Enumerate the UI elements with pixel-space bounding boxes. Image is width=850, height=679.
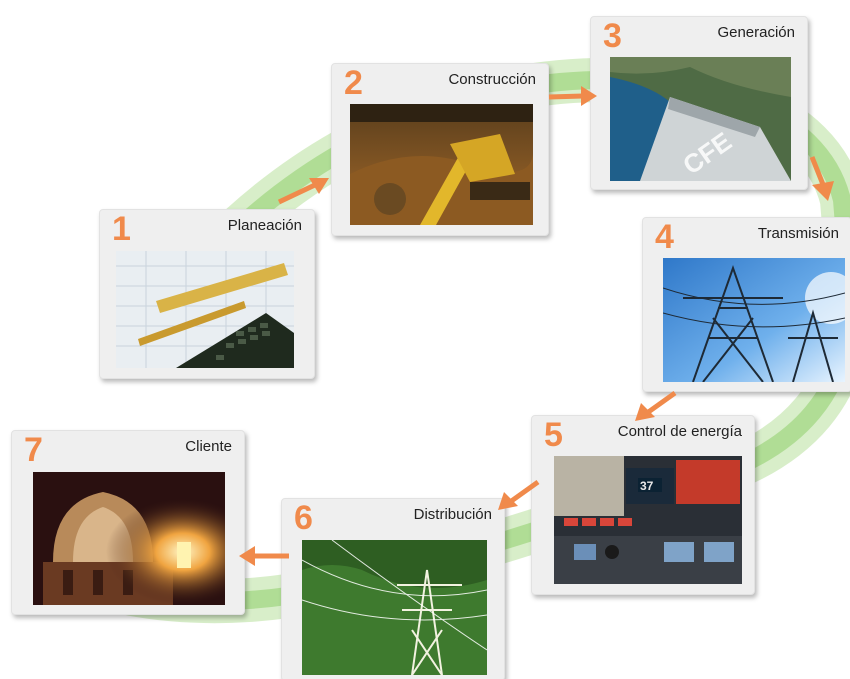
step-card-transmision[interactable]: 4 Transmisión xyxy=(642,217,850,392)
step-card-planeacion[interactable]: 1 Planeación xyxy=(99,209,315,379)
step-number: 7 xyxy=(24,431,43,469)
transmission-tower-photo-icon xyxy=(663,258,845,382)
step-title: Construcción xyxy=(448,71,536,88)
step-number: 6 xyxy=(294,499,313,537)
step-number: 4 xyxy=(655,218,674,256)
step-number: 5 xyxy=(544,416,563,454)
arrow-5-to-6-icon xyxy=(498,479,540,510)
step-title: Cliente xyxy=(185,438,232,455)
step-card-control-de-energia[interactable]: 5 Control de energía 37 xyxy=(531,415,755,595)
calculator-ruler-photo-icon xyxy=(116,251,294,368)
arrow-4-to-5-icon xyxy=(635,390,677,421)
step-title: Generación xyxy=(717,24,795,41)
step-number: 3 xyxy=(603,17,622,55)
control-room-photo-icon: 37 xyxy=(554,456,742,584)
arrow-3-to-4-icon xyxy=(809,156,834,201)
step-title: Distribución xyxy=(413,506,492,523)
arrow-2-to-3-icon xyxy=(548,86,597,106)
dome-lamp-photo-icon xyxy=(33,472,225,605)
arrow-1-to-2-icon xyxy=(277,178,329,205)
step-number: 2 xyxy=(344,64,363,102)
step-card-construccion[interactable]: 2 Construcción xyxy=(331,63,549,236)
step-number: 1 xyxy=(112,210,131,248)
arrow-6-to-7-icon xyxy=(239,546,289,566)
step-card-distribucion[interactable]: 6 Distribución xyxy=(281,498,505,679)
step-card-cliente[interactable]: 7 Cliente xyxy=(11,430,245,615)
construction-excavator-photo-icon xyxy=(350,104,533,225)
step-title: Transmisión xyxy=(757,225,839,242)
distribution-tower-photo-icon xyxy=(302,540,487,675)
control-display-number: 37 xyxy=(640,479,654,493)
step-card-generacion[interactable]: 3 Generación CFE xyxy=(590,16,808,190)
step-title: Control de energía xyxy=(617,423,742,440)
step-title: Planeación xyxy=(227,217,302,234)
dam-photo-icon: CFE xyxy=(610,57,791,181)
